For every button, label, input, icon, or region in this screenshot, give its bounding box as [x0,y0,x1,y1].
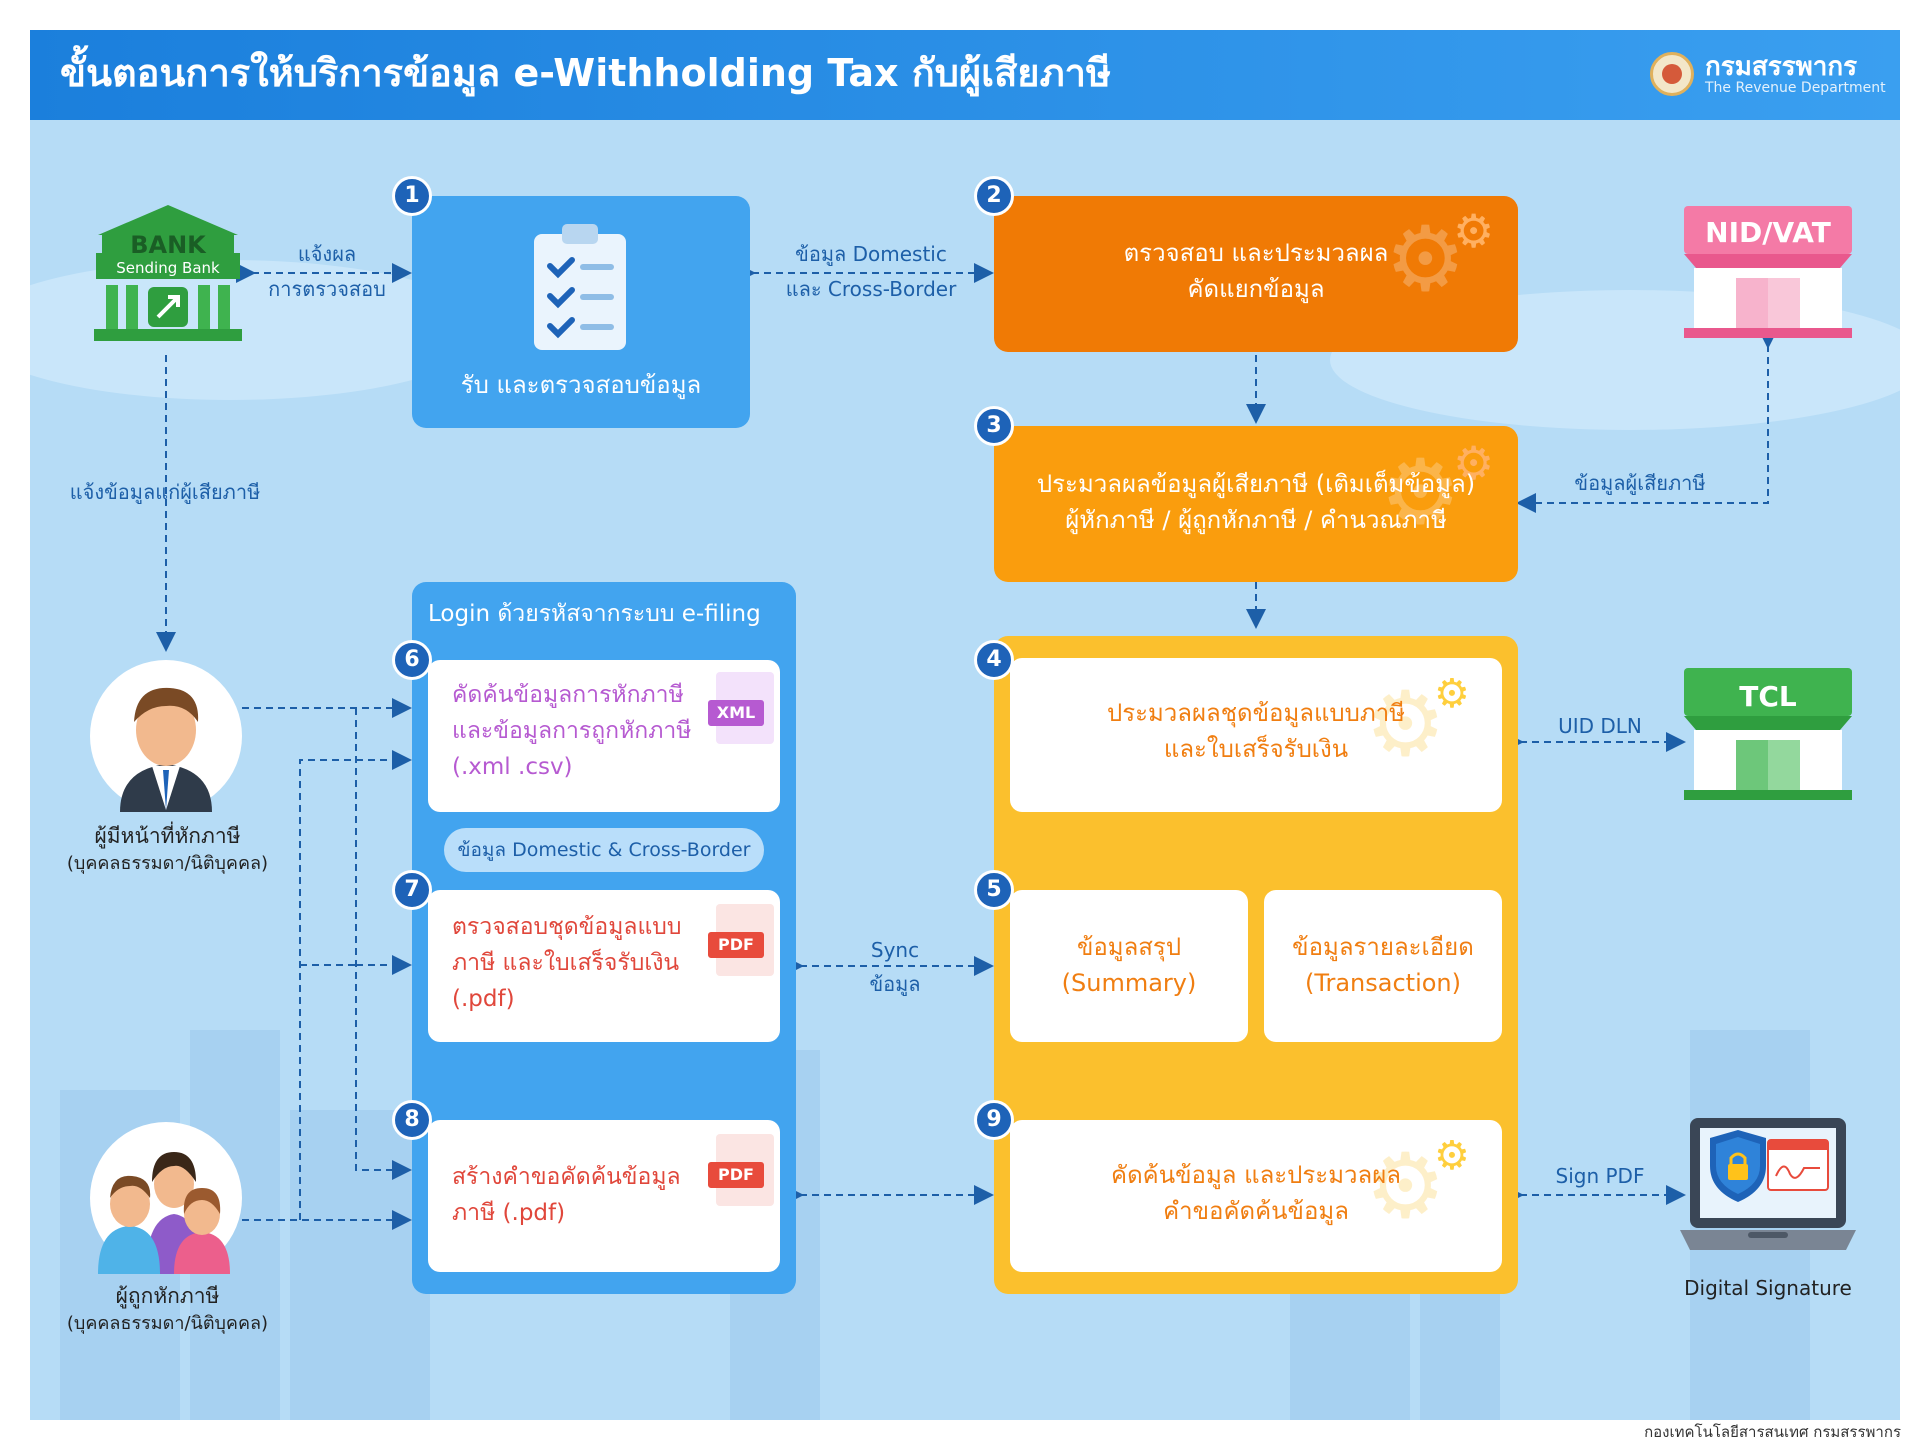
withholdee-type: (บุคคลธรรมดา/นิติบุคคล) [66,1313,269,1334]
step8-line1: สร้างคำขอคัดค้นข้อมูล [452,1164,681,1190]
transaction-line1: ข้อมูลรายละเอียด [1292,933,1474,961]
step2-gear-icon: ⚙ [1385,207,1466,312]
bank-title: BANK [130,231,206,259]
domestic-label-1: ข้อมูล Domestic [795,242,947,266]
sync-label-1: Sync [870,938,920,962]
uid-dln-label: UID DLN [1558,714,1642,738]
step7-line3: (.pdf) [452,986,515,1012]
step7-line1: ตรวจสอบชุดข้อมูลแบบ [452,914,682,940]
bank-icon [92,205,244,345]
header-bar [30,30,1900,120]
withholdee-avatar [90,1122,242,1274]
bank-subtitle: Sending Bank [116,259,220,277]
taxpayer-info-label: ข้อมูลผู้เสียภาษี [1574,471,1706,495]
pdf-file-icon: PDF [708,904,774,976]
step1-number-badge: 1 [392,176,432,216]
step4-number-badge: 4 [974,640,1014,680]
withholdee-step6-arrow [299,750,412,1220]
revenue-department-seal-icon [1650,52,1694,96]
withholdee-name: ผู้ถูกหักภาษี [115,1284,220,1308]
step8-line2: ภาษี (.pdf) [452,1200,566,1226]
step6-line2: และข้อมูลการถูกหักภาษี [452,718,692,744]
step3-small-gear-icon: ⚙ [1453,436,1495,490]
step3-line2: ผู้หักภาษี / ผู้ถูกหักภาษี / คำนวณภาษี [1065,506,1447,534]
step9-number-badge: 9 [974,1100,1014,1140]
nid-step3-arrow [1516,329,1778,513]
step4-line1: ประมวลผลชุดข้อมูลแบบภาษี [1106,699,1406,727]
page-title: ขั้นตอนการให้บริการข้อมูล e-Withholding … [60,51,1112,95]
step9-gear-icon: ⚙ [1365,1134,1446,1239]
summary-line1: ข้อมูลสรุป [1076,933,1182,961]
step6-line3: (.xml .csv) [452,754,573,780]
xml-file-tag: XML [708,700,764,726]
step2-card [994,196,1518,352]
step7-number-badge: 7 [392,870,432,910]
step4-small-gear-icon: ⚙ [1434,671,1470,717]
logo-thai-name: กรมสรรพากร [1705,52,1858,82]
nid-vat-building-icon [1680,206,1856,342]
digital-signature-laptop-icon [1680,1118,1856,1270]
withholder-type: (บุคคลธรรมดา/นิติบุคคล) [66,853,269,874]
step6-number-badge: 6 [392,640,432,680]
tcl-label: TCL [1739,680,1797,713]
step4-line2: และใบเสร็จรับเงิน [1163,735,1349,763]
bank-notify-label-2: การตรวจสอบ [268,277,386,301]
xml-file-icon: XML [708,672,774,744]
step8-number-badge: 8 [392,1100,432,1140]
withholder-name: ผู้มีหน้าที่หักภาษี [94,824,241,848]
withholder-step8-arrow [355,708,412,1180]
transaction-line2: (Transaction) [1304,969,1462,997]
step1-label: รับ และตรวจสอบข้อมูล [460,371,702,399]
summary-line2: (Summary) [1061,969,1197,997]
step2-small-gear-icon: ⚙ [1453,204,1495,258]
step3-line1: ประมวลผลข้อมูลผู้เสียภาษี (เติมเต็มข้อมู… [1036,470,1476,498]
step9-line2: คำขอคัดค้นข้อมูล [1163,1197,1349,1225]
pdf-file-tag: PDF [708,1162,764,1188]
sync-label-2: ข้อมูล [869,972,921,996]
withholder-avatar [90,660,242,812]
tcl-building-icon [1680,668,1856,804]
step9-card [1010,1120,1502,1272]
bank-notify-label-1: แจ้งผล [297,242,357,266]
pdf-file-tag: PDF [708,932,764,958]
login-panel-title: Login ด้วยรหัสจากระบบ e-filing [428,601,761,627]
step6-line1: คัดค้นข้อมูลการหักภาษี [452,682,684,708]
domestic-label-2: และ Cross-Border [785,277,957,301]
step2-line2: คัดแยกข้อมูล [1187,275,1325,303]
transaction-card [1264,890,1502,1042]
step2-number-badge: 2 [974,176,1014,216]
step5-number-badge: 5 [974,870,1014,910]
step7-line2: ภาษี และใบเสร็จรับเงิน [452,950,680,976]
nid-vat-label: NID/VAT [1705,216,1831,249]
logo-english-name: The Revenue Department [1705,80,1886,96]
step3-gear-icon: ⚙ [1380,440,1461,545]
footer-credit: กองเทคโนโลยีสารสนเทศ กรมสรรพากร [1644,1423,1901,1441]
clipboard-checklist-icon [534,224,626,350]
pdf-file-icon: PDF [708,1134,774,1206]
step9-small-gear-icon: ⚙ [1434,1133,1470,1179]
step2-line1: ตรวจสอบ และประมวลผล [1123,239,1389,267]
domestic-cross-border-pill: ข้อมูล Domestic & Cross-Border [444,828,764,872]
sign-pdf-label: Sign PDF [1555,1164,1645,1188]
step4-card [1010,658,1502,812]
step3-number-badge: 3 [974,406,1014,446]
step4-gear-icon: ⚙ [1365,672,1446,777]
step3-card [994,426,1518,582]
step9-line1: คัดค้นข้อมูล และประมวลผล [1111,1161,1401,1189]
notify-taxpayer-label: แจ้งข้อมูลแก่ผู้เสียภาษี [69,480,261,504]
digital-signature-label: Digital Signature [1684,1276,1852,1300]
summary-card [1010,890,1248,1042]
